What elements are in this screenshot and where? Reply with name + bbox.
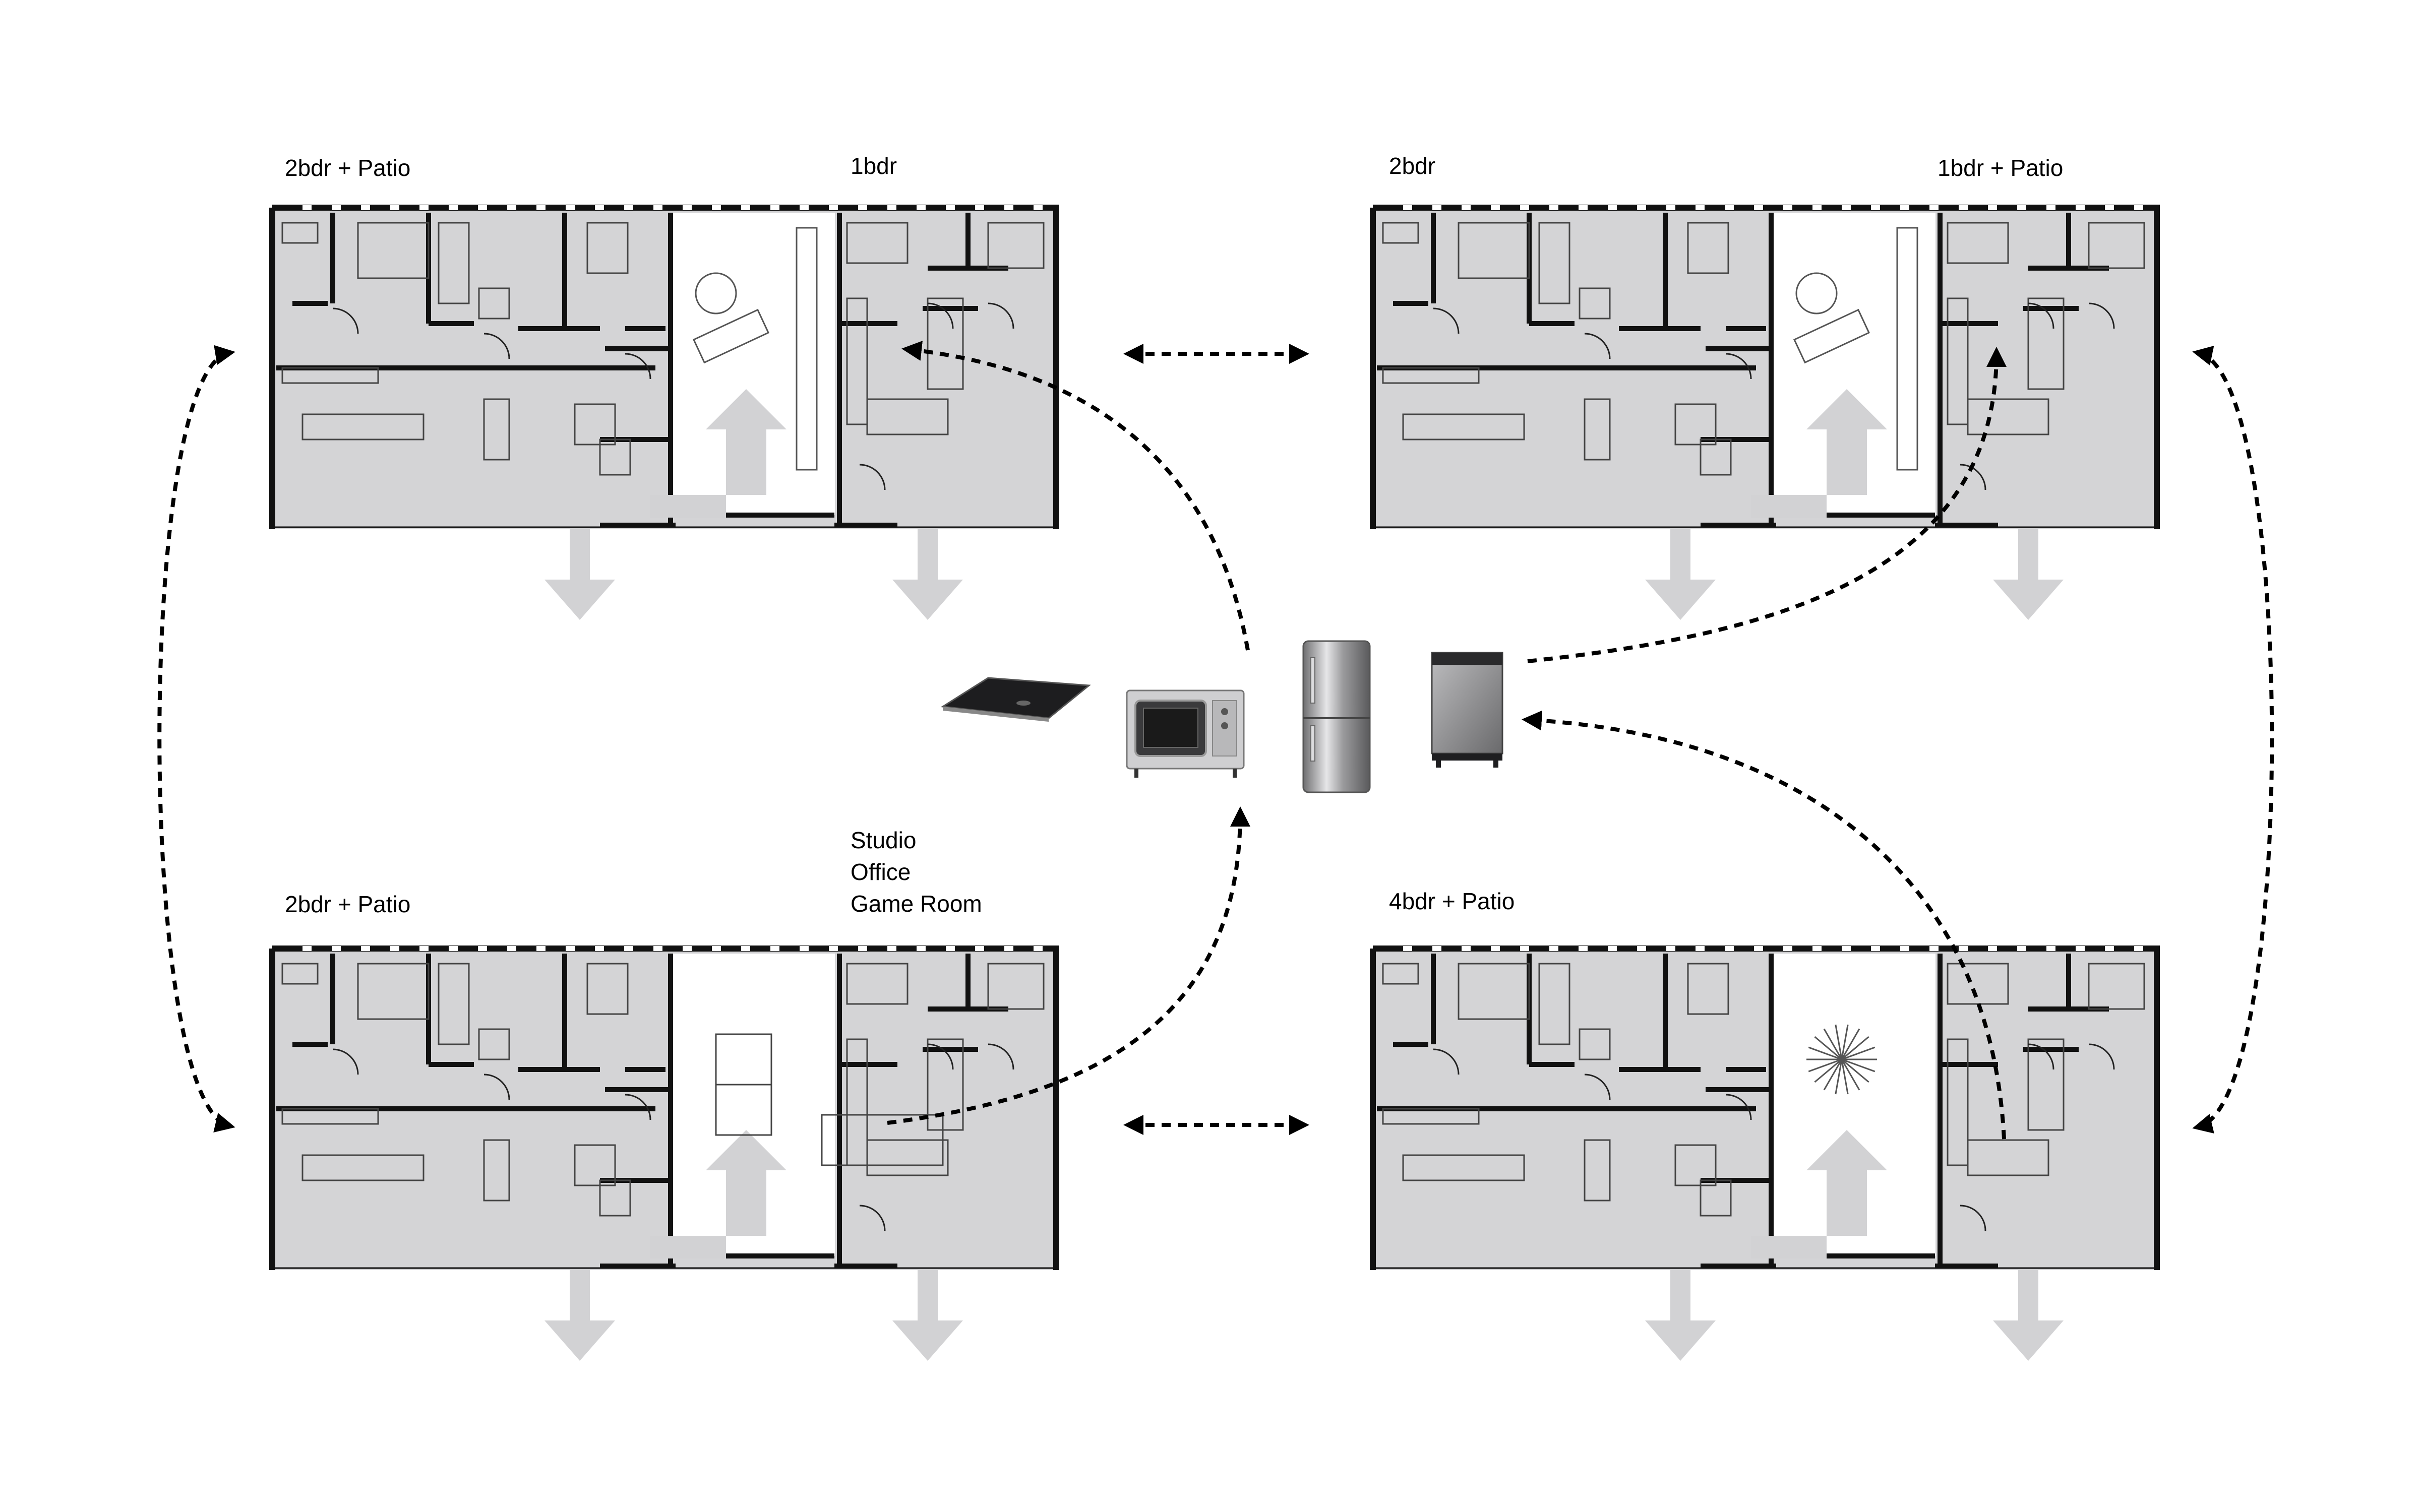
convection-oven-icon <box>1126 689 1245 778</box>
dishwasher-icon <box>1431 652 1503 768</box>
label-unit-top-right-1bdr-patio: 1bdr + Patio <box>1938 155 2064 181</box>
label-unit-bottom-left-2bdr-patio: 2bdr + Patio <box>285 891 411 917</box>
label-unit-bottom-right-4bdr-patio: 4bdr + Patio <box>1389 888 1515 914</box>
exit-arrow <box>1645 529 1716 620</box>
label-unit-bottom-left-studio: Studio Office Game Room <box>851 825 982 920</box>
floor-plan-bottom-right <box>1370 946 2160 1361</box>
exit-arrow <box>892 1270 963 1361</box>
exit-arrow <box>544 529 615 620</box>
link-appliances-to-top-right <box>1527 347 2007 663</box>
floor-plan-top-right <box>1370 205 2160 620</box>
label-line-office: Office <box>851 859 911 885</box>
link-right-plans <box>2192 346 2274 1133</box>
link-left-plans <box>157 345 235 1132</box>
label-unit-top-left-1bdr: 1bdr <box>851 153 897 179</box>
exit-arrow <box>1645 1270 1716 1361</box>
exit-arrow <box>544 1270 615 1361</box>
label-unit-top-right-2bdr: 2bdr <box>1389 153 1436 179</box>
exit-arrow <box>1993 529 2064 620</box>
label-line-studio: Studio <box>851 827 917 853</box>
link-bottom-right-to-appliances <box>1522 710 2006 1140</box>
label-unit-top-left-2bdr-patio: 2bdr + Patio <box>285 155 411 181</box>
refrigerator-icon <box>1302 640 1371 793</box>
exit-arrow <box>892 529 963 620</box>
cooktop-icon <box>940 677 1091 722</box>
floor-plan-top-left <box>269 205 1059 620</box>
exit-arrow <box>1993 1270 2064 1361</box>
label-line-game-room: Game Room <box>851 891 982 917</box>
floor-plan-bottom-left <box>269 946 1059 1361</box>
link-appliances-to-top-left <box>901 341 1250 651</box>
